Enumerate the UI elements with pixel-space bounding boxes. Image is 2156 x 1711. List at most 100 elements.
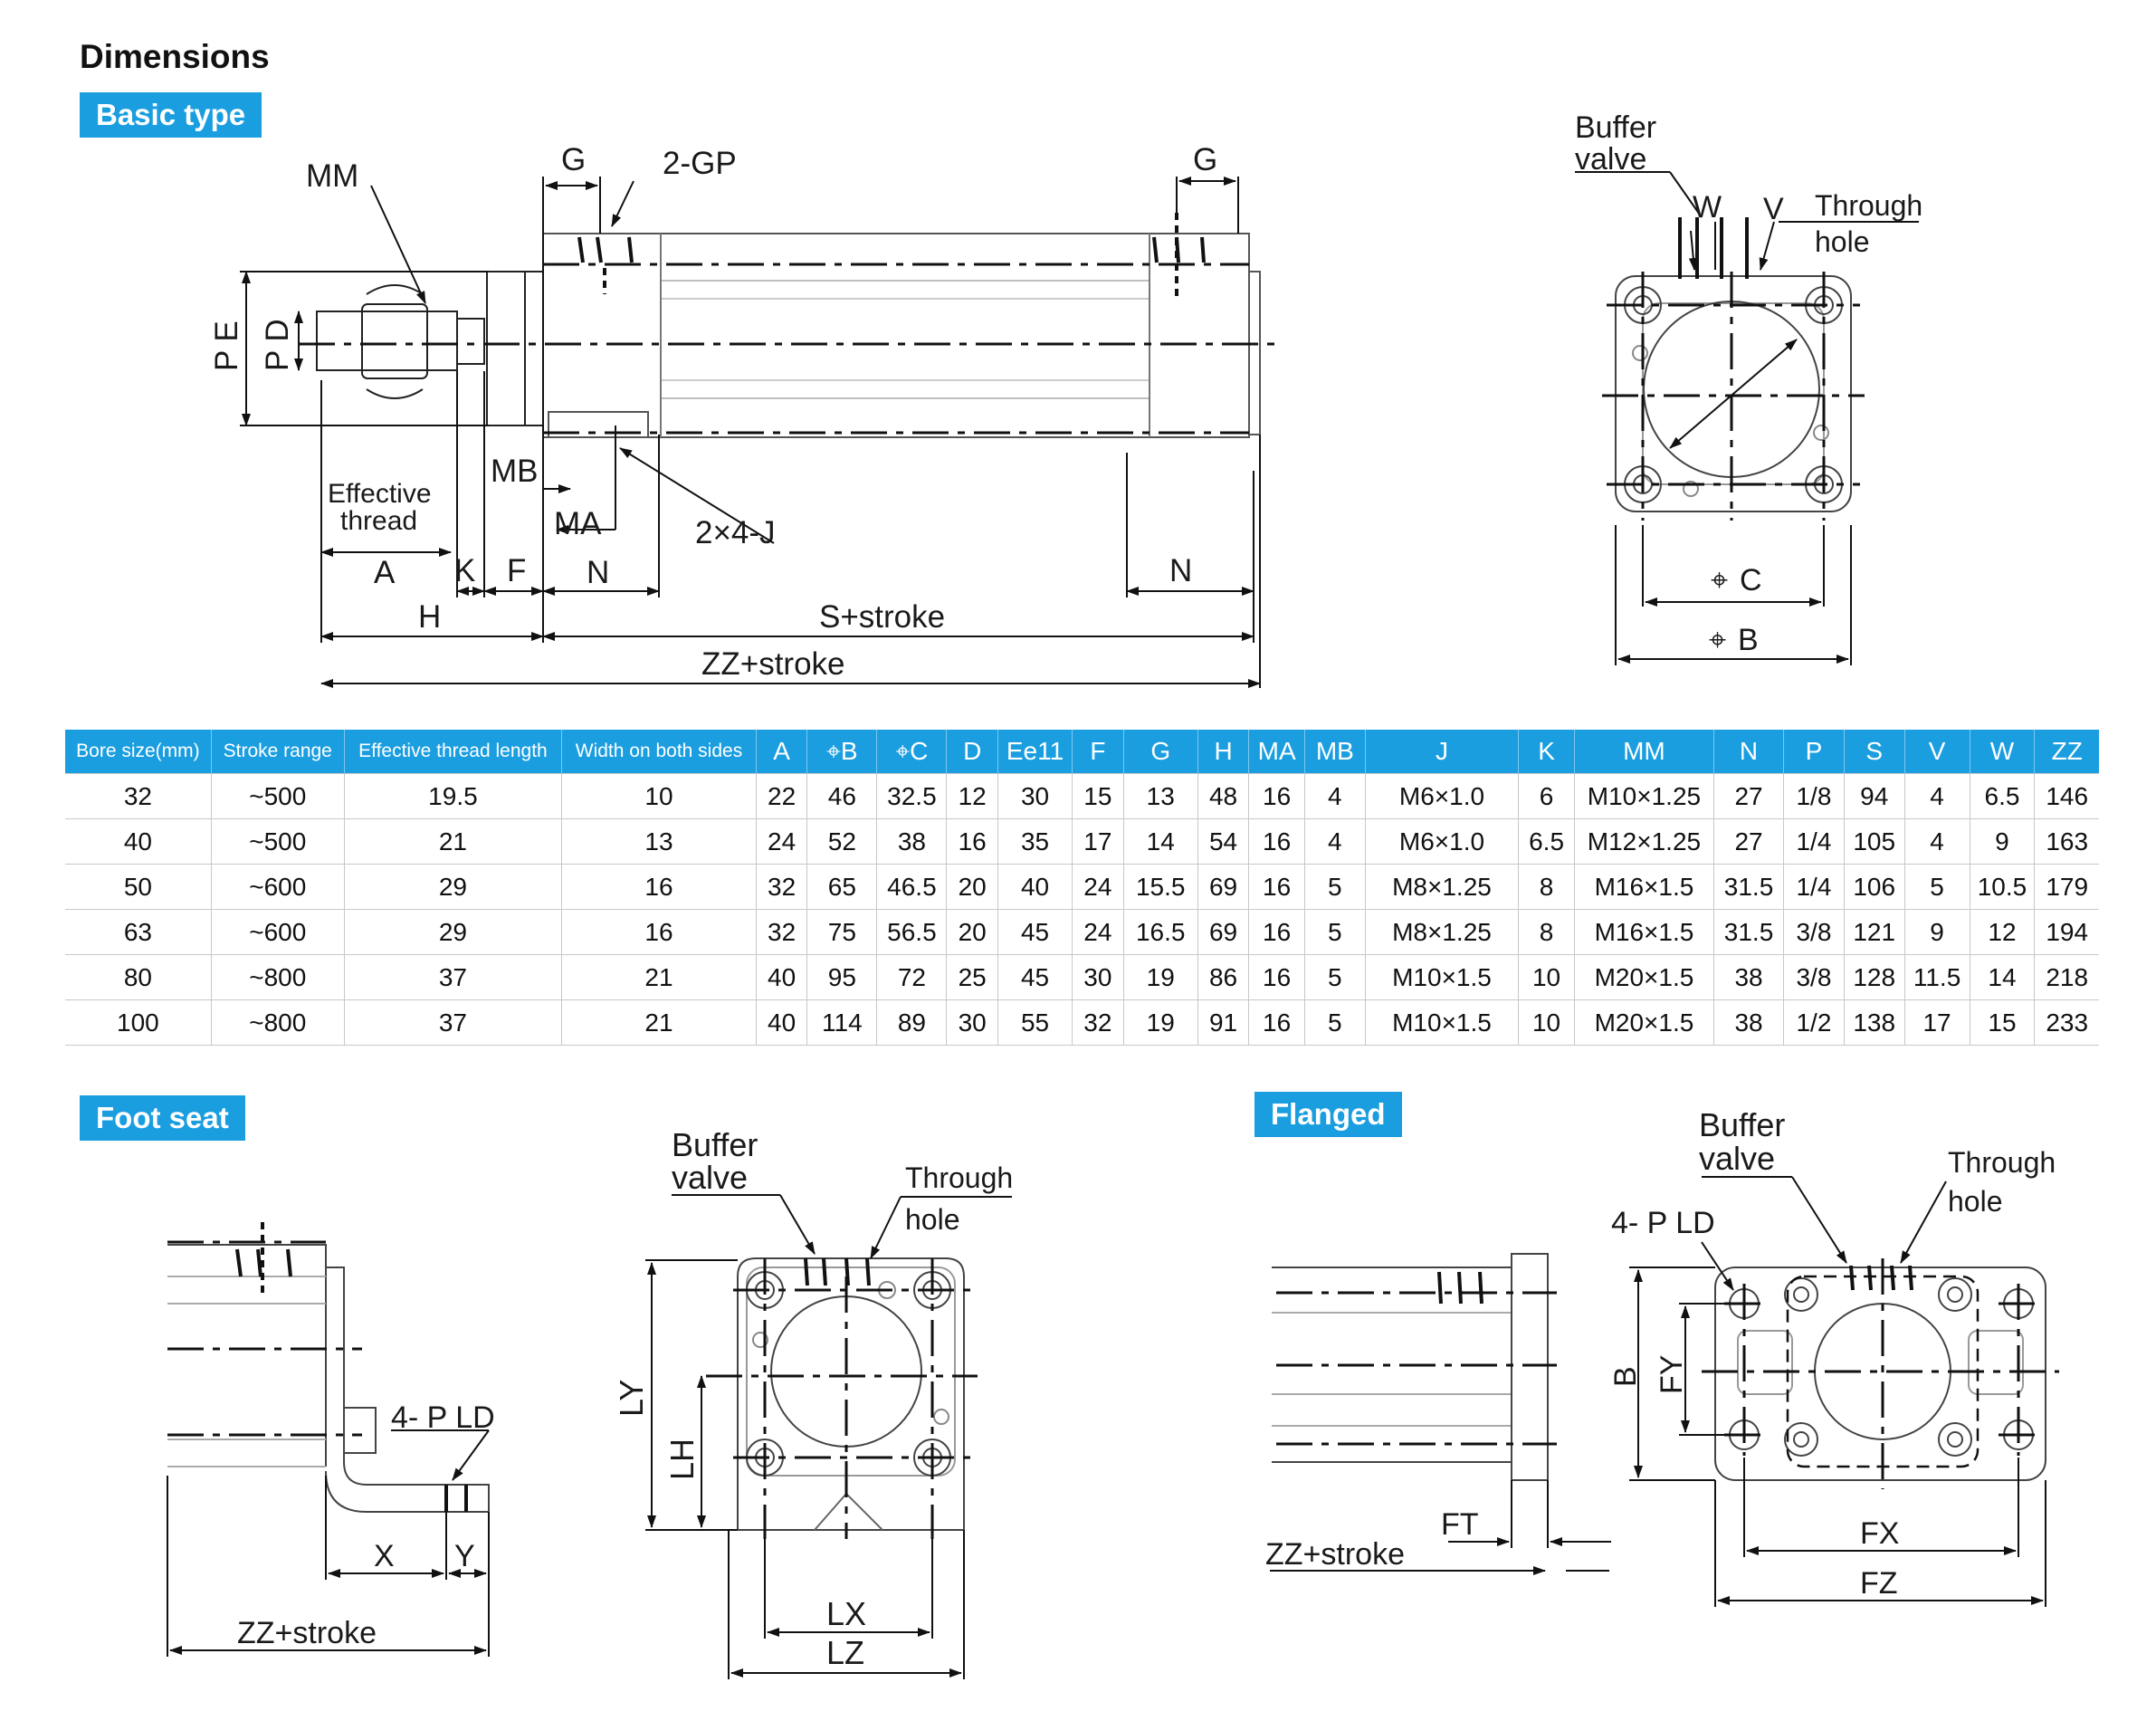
table-cell: 1/2: [1783, 999, 1845, 1046]
svg-text:Through: Through: [1948, 1146, 2056, 1179]
table-cell: M16×1.5: [1574, 909, 1715, 955]
section-badge-basic: Basic type: [80, 92, 262, 138]
foot-end-dimensions: [645, 1194, 1012, 1679]
table-cell: 4: [1304, 773, 1366, 819]
col-k: K: [1518, 730, 1575, 774]
table-cell: 14: [1123, 818, 1198, 865]
table-cell: 4: [1904, 773, 1970, 819]
table-cell: M20×1.5: [1574, 999, 1715, 1046]
foot-end-labels: Buffer valve Through hole LY LH LX LZ: [613, 1126, 1013, 1671]
table-cell: 40: [756, 954, 808, 1000]
table-cell: 6: [1518, 773, 1575, 819]
table-cell: 12: [946, 773, 998, 819]
table-cell: 21: [561, 999, 757, 1046]
svg-text:valve: valve: [1699, 1140, 1775, 1177]
table-cell: 29: [344, 909, 563, 955]
table-cell: 138: [1844, 999, 1905, 1046]
svg-text:S+stroke: S+stroke: [819, 599, 945, 635]
table-cell: 46.5: [876, 864, 948, 910]
table-cell: 19: [1123, 999, 1198, 1046]
table-cell: 6.5: [1970, 773, 2036, 819]
table-cell: 19.5: [344, 773, 563, 819]
svg-text:LH: LH: [663, 1439, 701, 1480]
table-cell: 8: [1518, 909, 1575, 955]
table-cell: 24: [756, 818, 808, 865]
svg-text:F: F: [507, 553, 526, 588]
svg-text:X: X: [374, 1539, 395, 1573]
table-cell: ~600: [211, 909, 345, 955]
col-mb: MB: [1304, 730, 1366, 774]
foot-end-marks: [804, 1257, 871, 1286]
table-cell: 21: [561, 954, 757, 1000]
table-cell: 17: [1072, 818, 1124, 865]
table-cell: 94: [1844, 773, 1905, 819]
svg-text:B: B: [1738, 623, 1759, 657]
table-cell: M10×1.5: [1365, 999, 1520, 1046]
foot-end-view: [737, 1257, 965, 1531]
table-cell: 13: [1123, 773, 1198, 819]
svg-text:N: N: [1169, 553, 1192, 588]
table-cell: 30: [1072, 954, 1124, 1000]
table-cell: ~500: [211, 773, 345, 819]
table-cell: 3/8: [1783, 954, 1845, 1000]
col-effective-thread: Effective thread length: [344, 730, 563, 774]
table-cell: 75: [806, 909, 878, 955]
table-cell: 32: [756, 864, 808, 910]
table-cell: 233: [2034, 999, 2099, 1046]
table-cell: 10.5: [1970, 864, 2036, 910]
table-cell: 89: [876, 999, 948, 1046]
col-p: P: [1783, 730, 1845, 774]
table-cell: 72: [876, 954, 948, 1000]
svg-text:MA: MA: [554, 506, 602, 541]
table-cell: 128: [1844, 954, 1905, 1000]
table-cell: 16: [561, 864, 757, 910]
table-cell: 86: [1197, 954, 1250, 1000]
table-cell: 163: [2034, 818, 2099, 865]
table-cell: 12: [1970, 909, 2036, 955]
table-cell: 27: [1713, 773, 1785, 819]
table-cell: 38: [1713, 999, 1785, 1046]
col-ee11: Ee11: [997, 730, 1073, 774]
svg-text:K: K: [454, 553, 475, 588]
svg-text:Effective: Effective: [328, 479, 432, 509]
table-cell: 48: [1197, 773, 1250, 819]
col-mm: MM: [1574, 730, 1715, 774]
table-cell: 19: [1123, 954, 1198, 1000]
table-cell: 16: [1248, 773, 1305, 819]
table-cell: 46: [806, 773, 878, 819]
table-cell: 91: [1197, 999, 1250, 1046]
svg-text:MB: MB: [491, 454, 539, 489]
table-cell: 4: [1904, 818, 1970, 865]
table-cell: 56.5: [876, 909, 948, 955]
table-cell: M6×1.0: [1365, 818, 1520, 865]
svg-text:2-GP: 2-GP: [663, 146, 737, 181]
table-cell: 9: [1904, 909, 1970, 955]
svg-text:N: N: [587, 555, 609, 590]
table-cell: 16: [1248, 864, 1305, 910]
svg-text:Buffer: Buffer: [672, 1126, 758, 1163]
svg-text:thread: thread: [340, 506, 417, 536]
col-h: H: [1197, 730, 1250, 774]
col-v: V: [1904, 730, 1970, 774]
table-cell: 14: [1970, 954, 2036, 1000]
col-ma: MA: [1248, 730, 1305, 774]
svg-text:Y: Y: [454, 1539, 475, 1573]
svg-text:LX: LX: [826, 1595, 866, 1632]
table-cell: 32: [65, 773, 212, 819]
svg-text:valve: valve: [1575, 142, 1646, 177]
spec-table: Bore size(mm) Stroke range Effective thr…: [65, 730, 2099, 1046]
table-cell: 16: [1248, 818, 1305, 865]
col-stroke: Stroke range: [211, 730, 345, 774]
svg-text:ZZ+stroke: ZZ+stroke: [701, 646, 845, 682]
table-cell: 29: [344, 864, 563, 910]
table-cell: 3/8: [1783, 909, 1845, 955]
col-n: N: [1713, 730, 1785, 774]
table-cell: 5: [1304, 864, 1366, 910]
table-cell: 16: [1248, 954, 1305, 1000]
table-cell: M10×1.25: [1574, 773, 1715, 819]
table-cell: 45: [997, 909, 1073, 955]
table-cell: 1/8: [1783, 773, 1845, 819]
table-cell: ~500: [211, 818, 345, 865]
